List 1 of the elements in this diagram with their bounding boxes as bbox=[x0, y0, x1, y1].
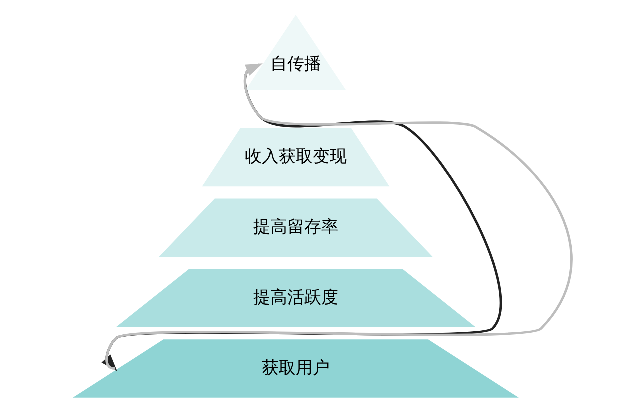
arrow bbox=[106, 64, 572, 370]
